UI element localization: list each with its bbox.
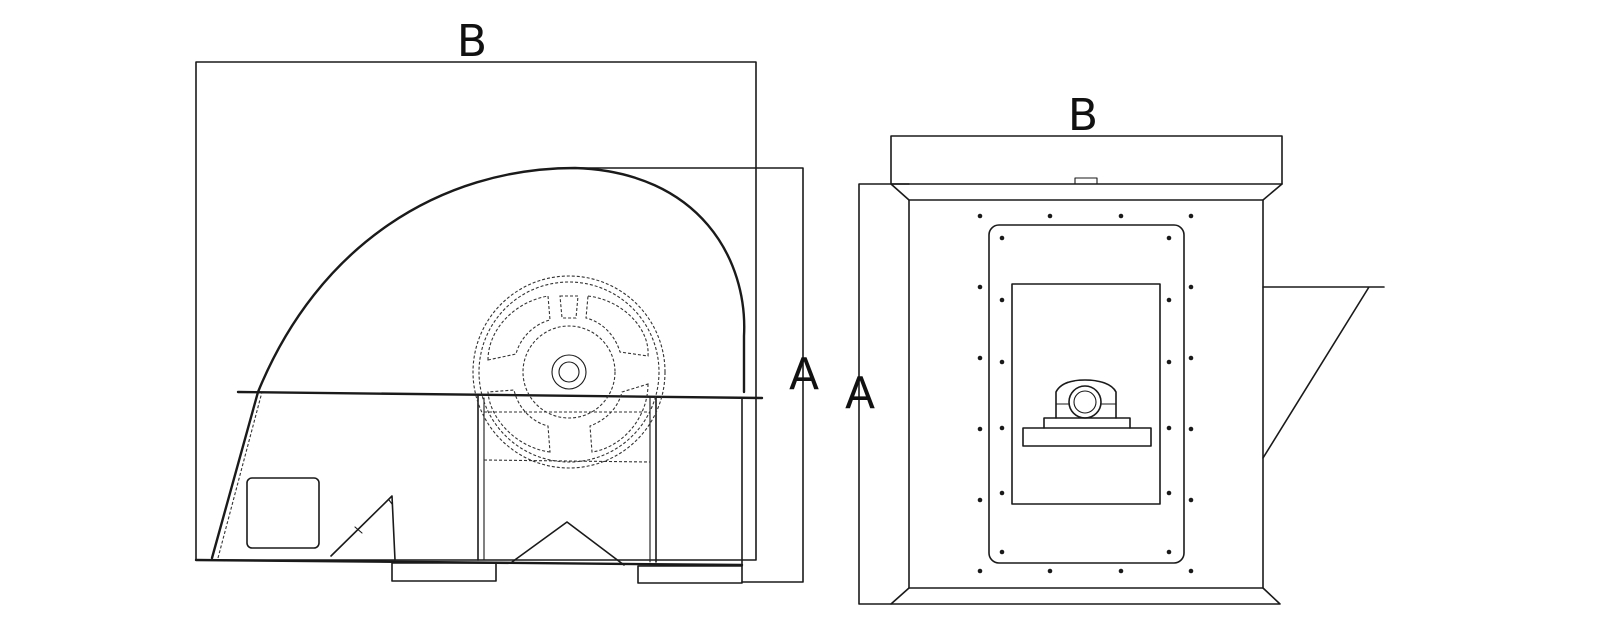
inspection-panel [988,224,1185,564]
access-door [246,477,320,549]
side-view: B A [194,16,819,584]
side-view-height-label: A [789,349,819,400]
bearing-base-plate [1022,427,1152,447]
bottom-flange [890,587,1281,605]
center-cut-line [236,390,764,400]
front-view-width-label: B [1068,90,1098,141]
scroll-housing [210,166,746,560]
front-view-height-bracket [858,183,910,605]
panel-bolts [999,235,1172,555]
front-view-height-label: A [845,368,875,419]
outer-bolts [977,213,1194,574]
inlet-cone [511,521,625,566]
top-flange [890,135,1283,185]
bearing-assembly [1022,379,1152,447]
base-foot-left [391,562,497,582]
discharge-outlet [1262,286,1385,459]
side-view-height-bracket [574,167,804,583]
side-view-width-label: B [457,16,487,67]
side-view-width-frame [195,61,757,561]
damper-flap-hinge [354,499,393,534]
damper-flap [330,495,396,561]
scroll-housing-inner [217,391,263,559]
fan-wheel [472,275,666,469]
fan-hub [551,354,587,390]
top-nub [1074,177,1098,185]
fan-shaft [558,361,580,383]
inner-opening [1011,283,1161,505]
base-foot-right [637,565,743,584]
support-brace-mid [483,459,651,463]
top-flange-taper [890,183,1283,201]
front-view: B A [845,90,1385,605]
